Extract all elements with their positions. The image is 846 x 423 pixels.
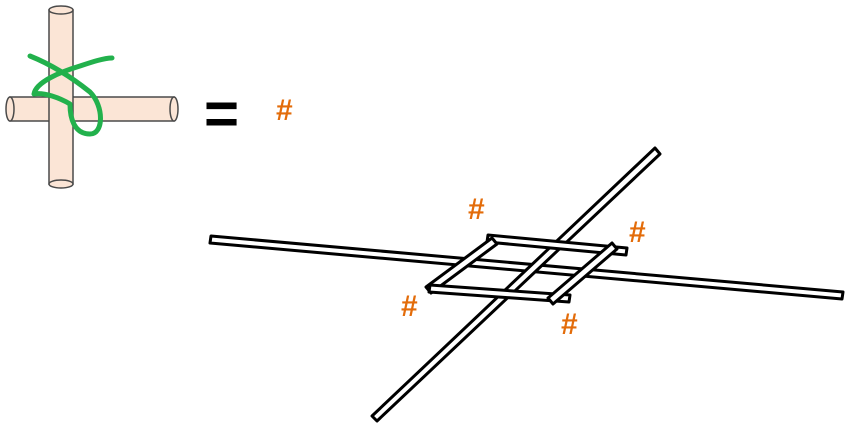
junction-marker-bottom-right: # xyxy=(561,308,578,341)
pole-frame xyxy=(208,146,845,423)
junction-marker-top-left: # xyxy=(468,193,485,226)
pole-long-horizontal xyxy=(208,234,845,301)
equals-sign: = xyxy=(204,80,240,147)
horizontal-tube xyxy=(5,96,179,122)
junction-marker-top-right: # xyxy=(629,216,646,249)
pole-long-diagonal xyxy=(370,146,662,423)
pole-short-bottom xyxy=(427,283,572,304)
pole-short-right-diagonal xyxy=(546,241,619,306)
lashing-symbol: # xyxy=(276,94,293,127)
lashing-illustration xyxy=(5,5,179,189)
junction-marker-bottom-left: # xyxy=(401,290,418,323)
lashing-rope xyxy=(27,53,115,137)
